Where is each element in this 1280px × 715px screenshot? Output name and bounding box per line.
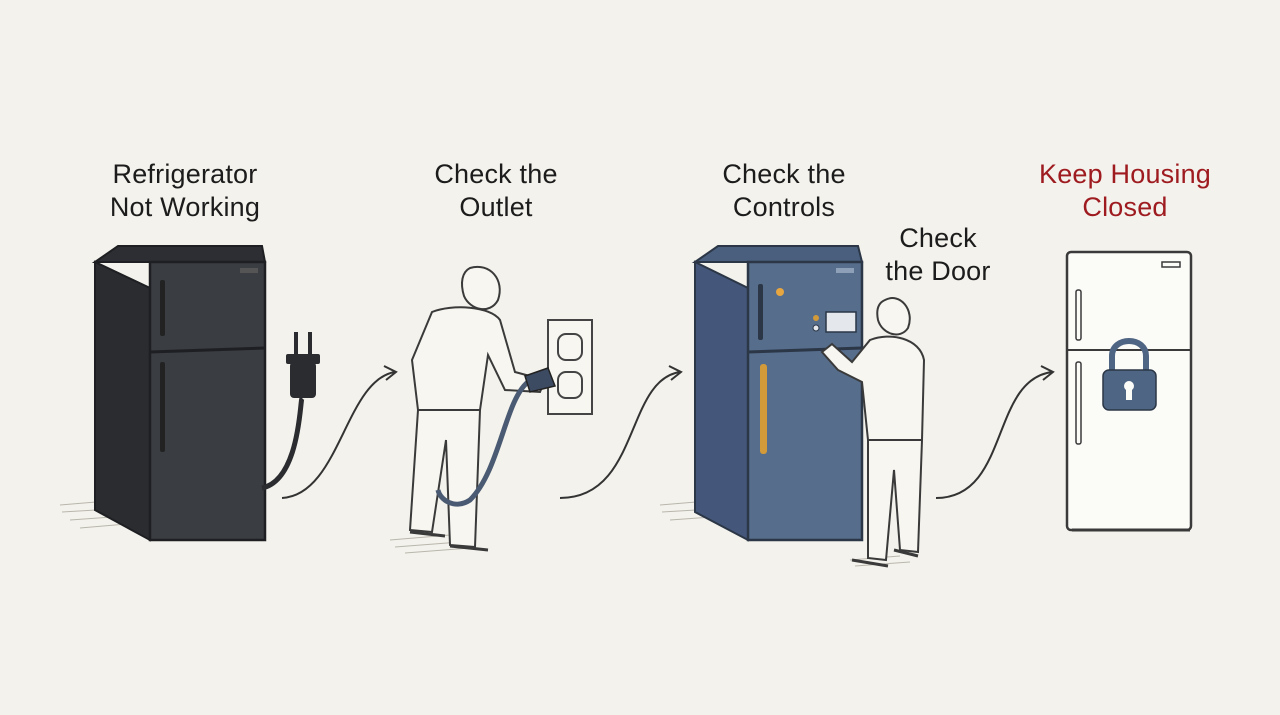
control-panel-icon <box>776 288 857 333</box>
label-line: Not Working <box>109 192 261 222</box>
label-line: Check the <box>434 159 558 189</box>
step-label-refrigerator-not-working: Refrigerator Not Working <box>85 158 285 224</box>
person-icon <box>408 265 547 552</box>
label-line: Refrigerator <box>112 159 258 189</box>
label-line: Closed <box>1082 192 1168 222</box>
arrow-icon <box>281 371 396 499</box>
arrow-icon <box>935 371 1053 499</box>
outlet-icon <box>547 319 593 415</box>
plug-icon <box>261 332 320 491</box>
label-line: Check <box>899 223 977 253</box>
step-label-check-door: Check the Door <box>858 222 1018 288</box>
person-icon <box>820 297 926 568</box>
step-label-check-controls: Check the Controls <box>694 158 874 224</box>
label-line: Keep Housing <box>1038 159 1212 189</box>
step-label-keep-housing-closed: Keep Housing Closed <box>1015 158 1235 224</box>
step-label-check-outlet: Check the Outlet <box>406 158 586 224</box>
label-line: Controls <box>732 192 836 222</box>
arrow-icon <box>559 371 681 499</box>
refrigerator-icon <box>91 245 267 542</box>
refrigerator-icon <box>691 245 864 542</box>
label-line: Check the <box>722 159 846 189</box>
lock-icon <box>1102 338 1157 411</box>
label-line: Outlet <box>459 192 533 222</box>
label-line: the Door <box>885 256 991 286</box>
